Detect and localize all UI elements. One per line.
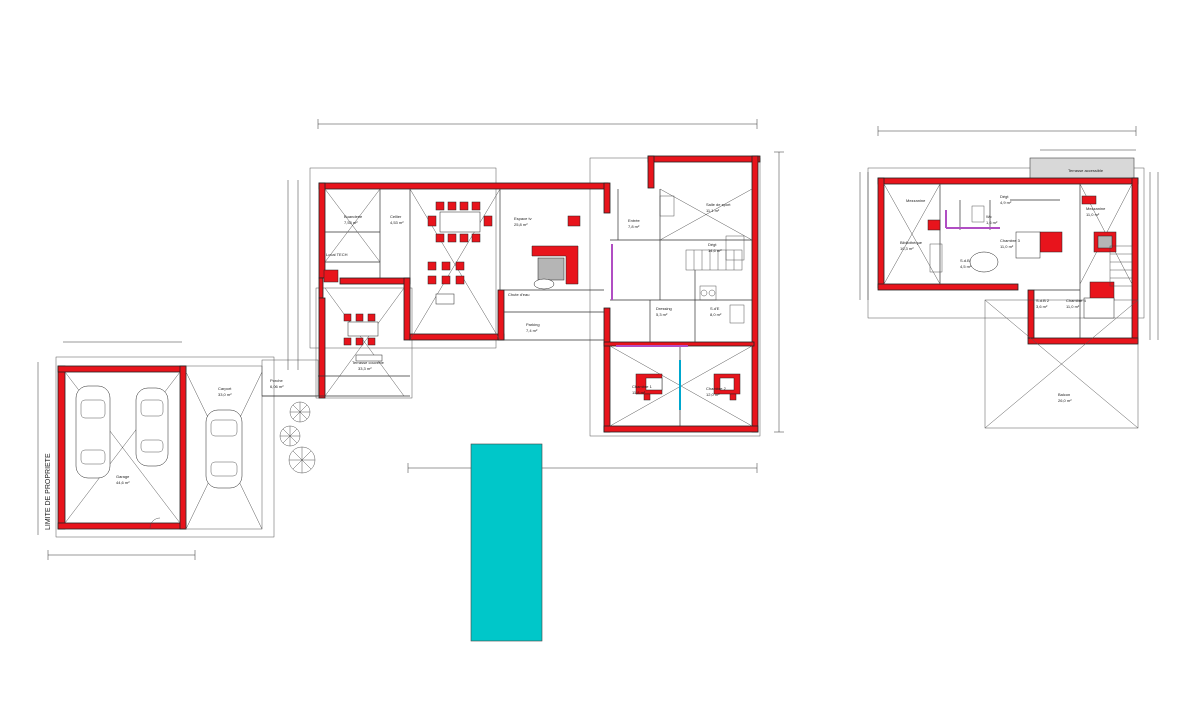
sofa-icon: [531, 215, 581, 290]
bathtub-icon: [969, 251, 999, 273]
room-bibliotheque-area: 10,3 m²: [900, 246, 914, 251]
room-mezzanine-right: Mezzanine: [1086, 206, 1106, 211]
stairs-icon: [1109, 245, 1133, 287]
room-sdb2: S.d.B 2: [1036, 298, 1050, 303]
room-cellier: Cellier: [390, 214, 402, 219]
room-salle-sport-area: 11,1 m²: [706, 208, 720, 213]
room-chambre4: Chambre 4: [1066, 298, 1087, 303]
desk-icon: [927, 219, 941, 231]
property-limit-label: LIMITE DE PROPRIETE: [45, 453, 52, 530]
bed-icon: [1089, 281, 1115, 301]
room-dressing: Dressing: [656, 306, 672, 311]
room-buanderie: Buanderie: [344, 214, 363, 219]
swimming-pool: [470, 443, 543, 642]
room-salle-eau-area: 8,0 m²: [710, 312, 722, 317]
room-carport-area: 33,0 m²: [218, 392, 232, 397]
bed-icon: [713, 373, 741, 401]
plant-icon: [279, 401, 316, 474]
room-terrasse: Terrasse accessible: [1068, 168, 1104, 173]
porch-area: [261, 359, 410, 397]
upper-room-labels: Bibliothèque 10,3 m² Mezzanine Dégt 4,9 …: [900, 168, 1106, 403]
room-balcon-area: 26,0 m²: [1058, 398, 1072, 403]
upper-floor-block: [867, 157, 1145, 429]
room-chambre3: Chambre 3: [1000, 238, 1021, 243]
room-sdb: S.d.B: [960, 258, 970, 263]
car-icon: [75, 385, 111, 479]
room-entree-area: 7,8 m²: [628, 224, 640, 229]
room-buanderie-area: 7,53 m²: [344, 220, 358, 225]
room-wc-area: 1,6 m²: [986, 220, 998, 225]
room-mezzanine-left: Mezzanine: [906, 198, 926, 203]
room-garage-area: 44,6 m²: [116, 480, 130, 485]
room-chambre1-area: 11,8 m²: [632, 390, 646, 395]
room-salle-eau: S.d'E: [710, 306, 720, 311]
dining-table-icon: [427, 201, 493, 243]
annotation-chute: Chute d'eau: [508, 292, 529, 297]
room-chambre2: Chambre 2: [706, 386, 727, 391]
room-espace-tv: Espace tv: [514, 216, 532, 221]
annotation-local: Local TECH: [326, 252, 348, 257]
room-degt-upper-area: 4,9 m²: [1000, 200, 1012, 205]
room-degt: Dégt: [708, 242, 717, 247]
room-degt-upper: Dégt: [1000, 194, 1009, 199]
room-cellier-area: 4,53 m²: [390, 220, 404, 225]
room-parking-area: 7,4 m²: [526, 328, 538, 333]
room-salle-sport: Salle de sport: [706, 202, 731, 207]
dimension-lines: [37, 119, 1159, 560]
bed-icon: [635, 373, 663, 401]
room-wc: Wc: [986, 214, 992, 219]
ground-floor-block: [309, 155, 761, 437]
room-chambre4-area: 11,0 m²: [1066, 304, 1080, 309]
stools-icon: [427, 261, 465, 305]
room-carport: Carport: [218, 386, 232, 391]
room-chambre3-area: 11,0 m²: [1000, 244, 1014, 249]
room-terrace: Terrasse couverte: [352, 360, 385, 365]
room-degt-area: 14,6 m²: [708, 248, 722, 253]
room-dressing-area: 5,3 m²: [656, 312, 668, 317]
stairs-icon: [685, 235, 745, 271]
bed-icon: [1039, 231, 1063, 253]
room-balcon: Balcon: [1058, 392, 1070, 397]
terrace-table-icon: [343, 313, 383, 362]
car-icon: [135, 387, 169, 467]
room-sdb2-area: 3,6 m²: [1036, 304, 1048, 309]
room-chambre2-area: 12,0 m²: [706, 392, 720, 397]
room-garage: Garage: [116, 474, 130, 479]
room-chambre1: Chambre 1: [632, 384, 653, 389]
ground-room-labels: Garage 44,6 m² Carport 33,0 m² Porche 6,…: [116, 202, 731, 485]
room-entree: Entrée: [628, 218, 641, 223]
room-porch: Porche: [270, 378, 283, 383]
room-porch-area: 6,06 m²: [270, 384, 284, 389]
room-mezzanine-right-area: 11,0 m²: [1086, 212, 1100, 217]
room-sdb-area: 4,5 m²: [960, 264, 972, 269]
car-icon: [205, 409, 243, 489]
room-espace-tv-area: 25,8 m²: [514, 222, 528, 227]
room-terrace-area: 33,3 m²: [358, 366, 372, 371]
garage-block: [55, 356, 275, 538]
room-bibliotheque: Bibliothèque: [900, 240, 923, 245]
room-parking: Parking: [526, 322, 540, 327]
